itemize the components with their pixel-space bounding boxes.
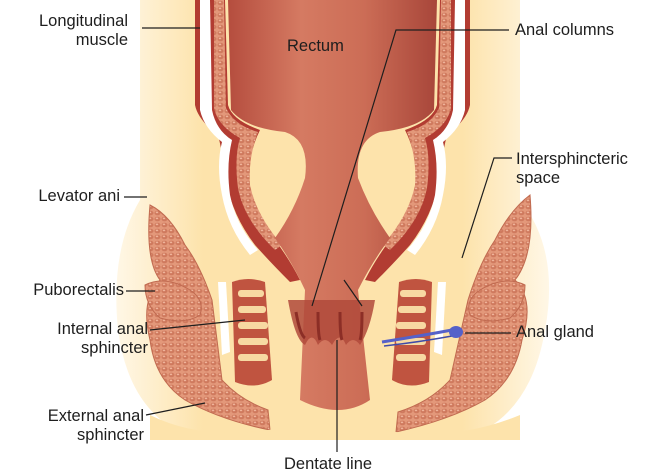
label-puborectalis-text: Puborectalis <box>0 281 124 300</box>
label-dentate-line: Dentate line <box>284 455 372 474</box>
label-levator-ani-text: Levator ani <box>0 187 120 206</box>
label-anal-gland-text: Anal gland <box>516 323 594 342</box>
label-external-anal-sphincter: External anal sphincter <box>0 407 144 445</box>
label-external-anal-sphincter-line1: External anal <box>0 407 144 426</box>
label-puborectalis: Puborectalis <box>0 281 124 300</box>
label-anal-columns: Anal columns <box>515 21 614 40</box>
label-longitudinal-muscle: Longitudinal muscle <box>0 12 128 50</box>
label-internal-anal-sphincter-line2: sphincter <box>0 339 148 358</box>
label-levator-ani: Levator ani <box>0 187 120 206</box>
label-rectum-text: Rectum <box>287 37 344 56</box>
label-rectum: Rectum <box>287 37 344 56</box>
label-intersphincteric-space: Intersphincteric space <box>516 150 628 188</box>
label-anal-gland: Anal gland <box>516 323 594 342</box>
label-intersphincteric-space-line2: space <box>516 169 628 188</box>
label-internal-anal-sphincter-line1: Internal anal <box>0 320 148 339</box>
label-anal-columns-text: Anal columns <box>515 21 614 40</box>
label-internal-anal-sphincter: Internal anal sphincter <box>0 320 148 358</box>
anal-columns <box>288 300 375 345</box>
label-intersphincteric-space-line1: Intersphincteric <box>516 150 628 169</box>
label-external-anal-sphincter-line2: sphincter <box>0 426 144 445</box>
label-dentate-line-text: Dentate line <box>284 455 372 474</box>
label-longitudinal-muscle-line2: muscle <box>0 31 128 50</box>
label-longitudinal-muscle-line1: Longitudinal <box>0 12 128 31</box>
